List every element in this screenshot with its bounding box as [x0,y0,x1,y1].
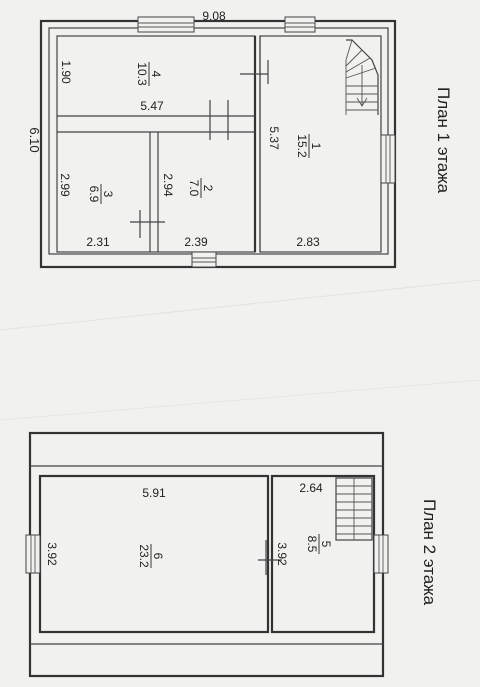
floor2-title: План 2 этажа [420,499,439,606]
room1-depth-dim: 5.37 [267,126,281,150]
window-top-1 [137,16,195,33]
room1-area: 15.2 [295,134,309,158]
floor1-title: План 1 этажа [434,87,453,194]
room5-depth-dim: 3.92 [275,542,289,566]
room4-number: 4 [149,71,163,78]
room2-label: 2 7.0 [187,178,215,198]
room3-width-dim: 2.31 [86,235,110,249]
window-bottom [191,251,217,268]
room2-depth-dim: 2.94 [161,173,175,197]
room6-area: 23.2 [137,544,151,568]
floor2-outer-wall [28,431,385,678]
floor1-inner-wall [48,27,389,255]
room3-label: 3 6.9 [87,184,115,204]
floor1-width-dim: 9.08 [202,9,226,23]
room5-label: 5 8.5 [305,534,333,554]
room5-width-dim: 2.64 [299,481,323,495]
room2-width-dim: 2.39 [184,235,208,249]
window-right-f2 [373,534,389,574]
room6-depth-dim: 3.92 [45,542,59,566]
floor1-plan: 9.08 6.10 1.90 5.47 5.37 2.99 2.94 2.31 … [27,9,453,269]
room3-depth-dim: 2.99 [58,173,72,197]
window-left-f2 [25,534,41,574]
staircase-floor2 [335,477,373,541]
room6-number: 6 [151,553,165,560]
room1-number: 1 [309,143,323,150]
room2-area: 7.0 [187,180,201,197]
room6-width-dim: 5.91 [142,486,166,500]
room5-number: 5 [319,541,333,548]
room4-area: 10.3 [135,62,149,86]
staircase-floor1 [345,39,379,115]
room1-label: 1 15.2 [295,134,323,158]
paper-fold [0,279,480,331]
floor2-plan: 5.91 3.92 2.64 3.92 6 23.2 5 8.5 План 2 … [25,431,439,678]
floor1-outer-wall [39,19,397,269]
window-right [380,134,396,184]
room1-width-dim: 2.83 [296,235,320,249]
room5-area: 8.5 [305,536,319,553]
room3-area: 6.9 [87,186,101,203]
room4-label: 4 10.3 [135,62,163,86]
window-top-2 [284,16,316,33]
room3-number: 3 [101,191,115,198]
floor1-depth-dim: 6.10 [27,127,42,152]
room4-width-dim: 5.47 [140,99,164,113]
room2-number: 2 [201,185,215,192]
room6-label: 6 23.2 [137,544,165,568]
paper-fold [0,379,480,421]
left-block-wall [56,35,256,253]
room4-depth-dim: 1.90 [59,60,73,84]
